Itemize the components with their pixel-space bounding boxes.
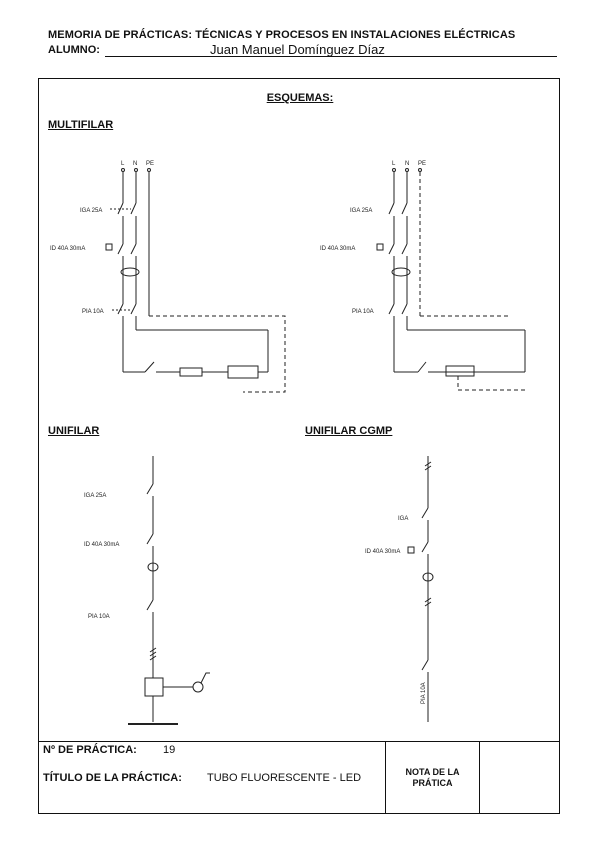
page-frame bbox=[38, 78, 560, 814]
unifilar-heading: UNIFILAR bbox=[48, 425, 100, 437]
iga-label-right: IGA 25A bbox=[350, 208, 372, 214]
pia-label-right: PIA 10A bbox=[352, 309, 374, 315]
label-pe-right: PE bbox=[418, 161, 426, 167]
alumno-name: Juan Manuel Domínguez Díaz bbox=[210, 42, 385, 57]
multifilar-heading: MULTIFILAR bbox=[48, 119, 114, 131]
label-n-left: N bbox=[133, 161, 137, 167]
id-label-left: ID 40A 30mA bbox=[50, 246, 85, 252]
id-label-unifilar: ID 40A 30mA bbox=[84, 542, 119, 548]
nota-cell: NOTA DE LA PRÁTICA bbox=[385, 741, 480, 814]
label-pe-left: PE bbox=[146, 161, 154, 167]
multifilar-right-diagram: L N PE IGA 25A ID 40A 30mA PIA 10A bbox=[320, 161, 526, 391]
multifilar-left-diagram: L N PE IGA 25A ID 40A 30mA PIA 10A bbox=[50, 161, 286, 393]
iga-label-cgmp: IGA bbox=[398, 516, 408, 522]
label-l-right: L bbox=[392, 161, 396, 167]
unifilar-diagram: IGA 25A ID 40A 30mA PIA 10A bbox=[84, 456, 210, 725]
practica-label: Nº DE PRÁCTICA: bbox=[43, 744, 137, 756]
footer-box bbox=[38, 741, 560, 815]
iga-label-left: IGA 25A bbox=[80, 208, 102, 214]
label-n-right: N bbox=[405, 161, 409, 167]
practica-number: 19 bbox=[163, 744, 176, 756]
pia-label-left: PIA 10A bbox=[82, 309, 104, 315]
esquemas-title: ESQUEMAS: bbox=[266, 92, 334, 104]
unifilar-cgmp-heading: UNIFILAR CGMP bbox=[305, 425, 393, 437]
nota-label: NOTA DE LA PRÁTICA bbox=[405, 767, 460, 788]
id-label-cgmp: ID 40A 30mA bbox=[365, 549, 400, 555]
label-l-left: L bbox=[121, 161, 125, 167]
alumno-label: ALUMNO: bbox=[48, 44, 100, 56]
pia-label-unifilar: PIA 10A bbox=[88, 614, 110, 620]
id-label-right: ID 40A 30mA bbox=[320, 246, 355, 252]
iga-label-unifilar: IGA 25A bbox=[84, 493, 106, 499]
alumno-underline bbox=[105, 56, 557, 57]
document-title: MEMORIA DE PRÁCTICAS: TÉCNICAS Y PROCESO… bbox=[48, 29, 516, 41]
pia-label-cgmp: PIA 10A bbox=[421, 682, 427, 704]
titulo-value: TUBO FLUORESCENTE - LED bbox=[207, 772, 362, 784]
titulo-label: TÍTULO DE LA PRÁCTICA: bbox=[43, 772, 182, 784]
unifilar-cgmp-diagram: IGA ID 40A 30mA PIA 10A bbox=[365, 456, 434, 722]
